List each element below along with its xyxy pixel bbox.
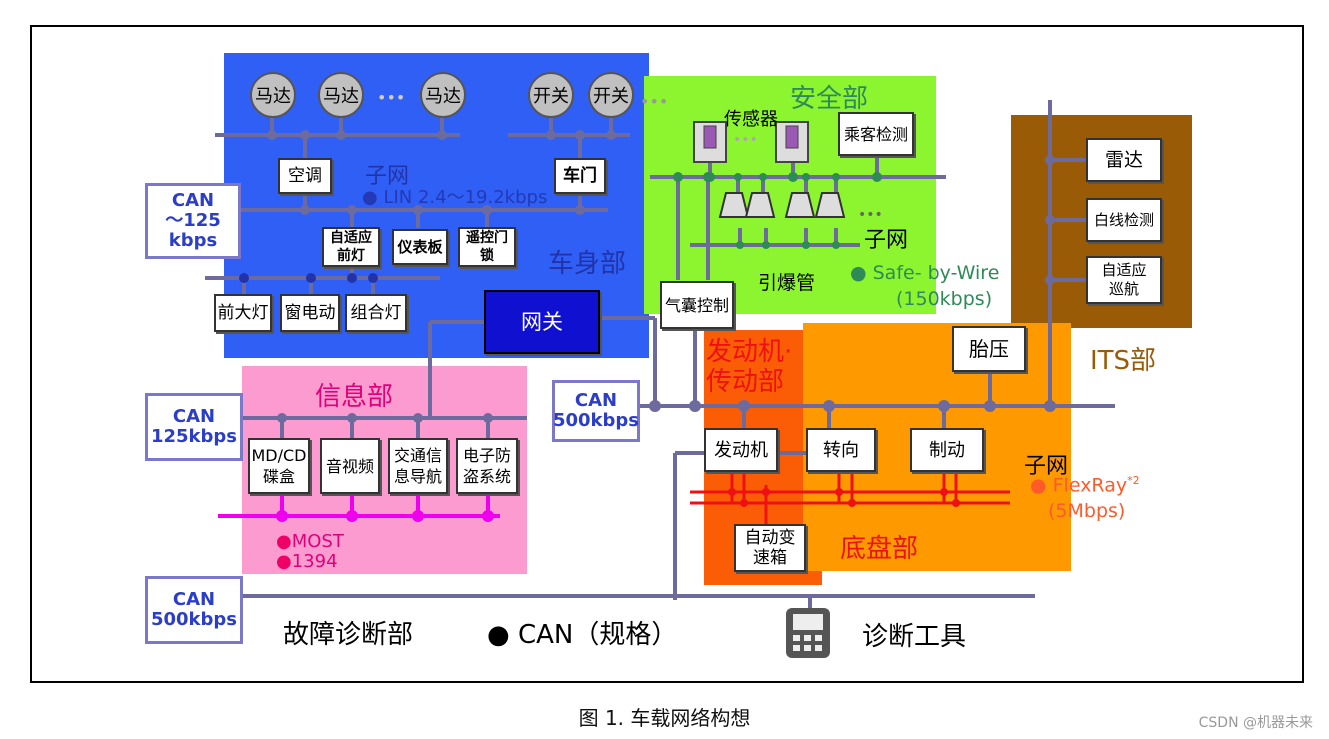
can-diag-box: CAN 500kbps [145, 576, 243, 644]
diagram-frame [30, 25, 1304, 683]
figure-caption: 图 1. 车载网络构想 [578, 706, 751, 730]
sensor-label: 传感器 [724, 109, 778, 130]
lin-label: ● LIN 2.4～19.2kbps [362, 187, 548, 208]
cd-changer-ecu: MD/CD 碟盒 [248, 438, 310, 494]
flexray-footnote: *2 [1127, 474, 1140, 487]
chassis-subnet-label: 子网 [1024, 454, 1069, 479]
safety-zone-title: 安全部 [790, 84, 869, 114]
tire-pressure-ecu: 胎压 [952, 326, 1026, 372]
most-label-text: MOST [291, 531, 344, 552]
switch-node: 开关 [528, 72, 574, 118]
squib-label: 引爆管 [758, 272, 816, 294]
ellipsis: ••• [858, 207, 883, 223]
ellipsis: ••• [640, 92, 669, 111]
can-main-box: CAN 500kbps [552, 380, 640, 442]
ellipsis: ••• [733, 132, 758, 148]
info-zone-title: 信息部 [315, 382, 394, 412]
safety-subnet-label: 子网 [864, 228, 909, 253]
can-info-box: CAN 125kbps [145, 393, 243, 461]
switch-node: 开关 [588, 72, 634, 118]
diagnostic-tool-icon [786, 608, 830, 658]
dashboard-ecu: 仪表板 [392, 229, 448, 265]
chassis-zone-title: 底盘部 [840, 534, 919, 564]
engine-ecu: 发动机 [704, 428, 778, 472]
motor-node: 马达 [250, 72, 296, 118]
ieee1394-label-text: 1394 [291, 551, 338, 572]
watermark: CSDN @机器未来 [1198, 715, 1313, 731]
squib-icons [718, 192, 846, 218]
lin-label-text: LIN 2.4～19.2kbps [383, 187, 548, 208]
body-subnet-label: 子网 [365, 164, 410, 189]
flexray-label-text: FlexRay [1052, 474, 1128, 497]
airbag-ecu: 气囊控制 [660, 281, 734, 329]
aircon-ecu: 空调 [278, 158, 332, 194]
saw-label: ● Safe- by-Wire [850, 262, 1000, 284]
av-ecu: 音视频 [320, 438, 380, 494]
can-legend: ● CAN（规格） [487, 620, 678, 650]
remote-lock-ecu: 遥控门 锁 [458, 227, 516, 267]
ellipsis: ••• [377, 88, 406, 107]
saw-label-text: Safe- by-Wire [872, 262, 1000, 284]
passenger-detect-ecu: 乘客检测 [838, 112, 914, 156]
body-zone-title: 车身部 [548, 249, 627, 279]
motor-node: 马达 [420, 72, 466, 118]
navigation-ecu: 交通信 息导航 [388, 438, 448, 494]
anti-theft-ecu: 电子防 盗系统 [456, 438, 518, 494]
sensor-icon [693, 121, 809, 163]
combo-lamp-ecu: 组合灯 [345, 294, 407, 332]
adaptive-cruise-ecu: 自适应 巡航 [1086, 256, 1162, 304]
its-zone-title: ITS部 [1090, 346, 1157, 376]
flexray-label: ● FlexRay*2 [1030, 474, 1140, 497]
window-ecu: 窗电动 [280, 294, 340, 332]
lane-detect-ecu: 白线检测 [1086, 198, 1162, 242]
can-legend-text: CAN（规格） [517, 620, 678, 650]
transmission-ecu: 自动变 速箱 [734, 524, 806, 572]
brake-ecu: 制动 [910, 428, 984, 472]
adaptive-headlight-ecu: 自适应 前灯 [322, 227, 380, 267]
can-body-box: CAN ～125 kbps [145, 183, 241, 259]
diag-zone-label: 故障诊断部 [283, 620, 414, 650]
door-ecu: 车门 [554, 158, 606, 194]
gateway-node: 网关 [484, 290, 600, 354]
headlamp-ecu: 前大灯 [214, 294, 272, 332]
steering-ecu: 转向 [806, 428, 876, 472]
saw-speed: (150kbps) [896, 288, 993, 310]
most-label: ●MOST●1394 [276, 531, 344, 572]
radar-ecu: 雷达 [1086, 138, 1162, 182]
engine-zone-title: 发动机· 传动部 [706, 337, 793, 397]
diag-tool-label: 诊断工具 [862, 622, 967, 652]
flexray-speed: (5Mbps) [1048, 500, 1126, 522]
motor-node: 马达 [318, 72, 364, 118]
